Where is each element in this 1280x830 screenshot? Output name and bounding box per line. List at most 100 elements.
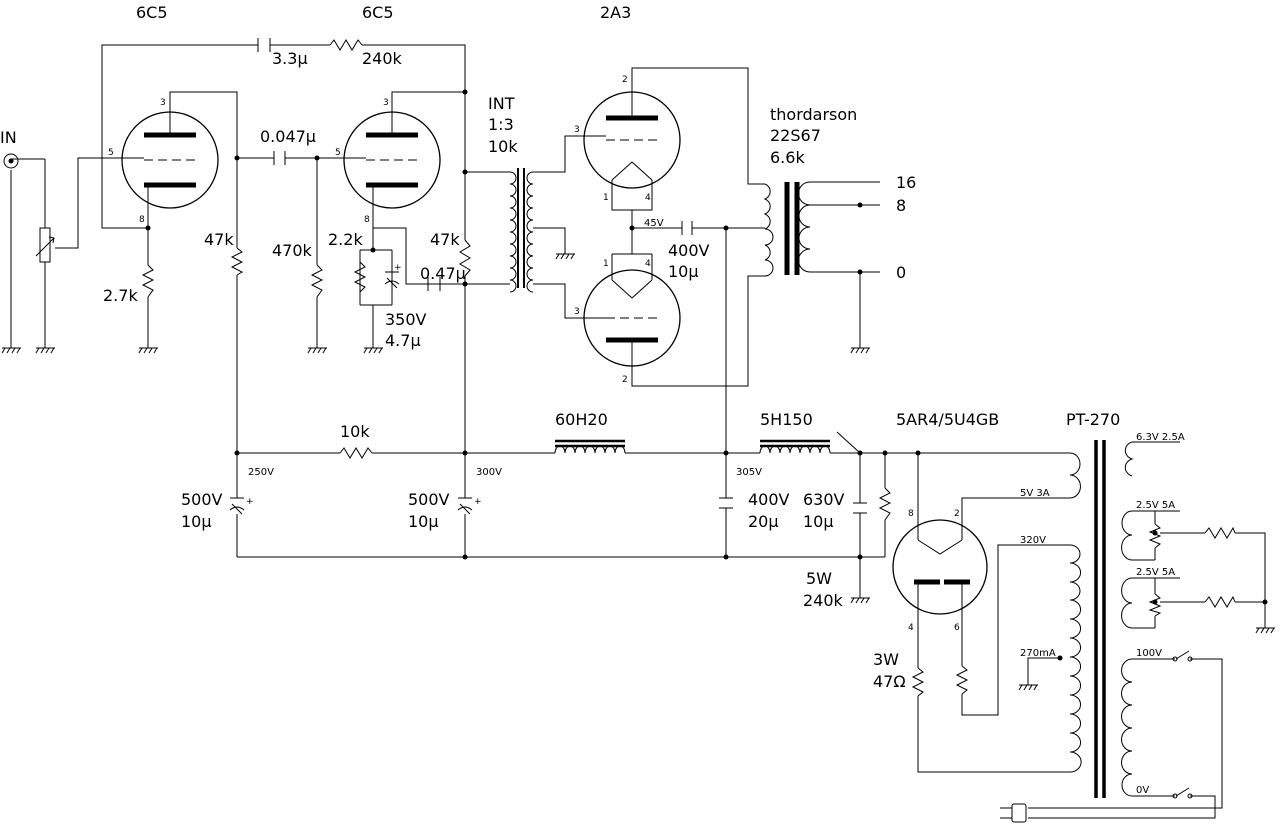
tube-v1 (121, 110, 219, 228)
choke-60h20 (554, 439, 626, 454)
mains-plug-icon (1000, 803, 1027, 823)
ground-icon (850, 347, 870, 354)
c3-volt: 400V (748, 490, 790, 509)
rectifier-label: 5AR4/5U4GB (896, 410, 999, 429)
c2-volt: 500V (408, 490, 450, 509)
interstage-ratio: 1:3 (488, 115, 514, 134)
ground-icon (35, 347, 55, 354)
feedback-cap-label: 3.3μ (272, 49, 308, 68)
rectifier-resistor-b (955, 665, 969, 695)
power-switch-icon (1172, 650, 1193, 799)
bias-cap-volt-label: 400V (668, 241, 710, 260)
bleeder-res: 240k (803, 591, 844, 610)
tube-out-1 (583, 91, 681, 211)
input-label: IN (0, 128, 17, 147)
feedback-res-label: 240k (362, 49, 403, 68)
tube-rectifier (892, 519, 988, 615)
pin-label: 2 (622, 375, 628, 385)
pin-label: 6 (954, 623, 960, 633)
interstage-name: INT (488, 94, 515, 113)
rectifier-resistor-a (911, 667, 925, 697)
node-305-label: 305V (736, 467, 762, 478)
pin-label: 5 (335, 148, 341, 158)
pt-winding-label: 5V 3A (1020, 488, 1050, 499)
choke1-label: 60H20 (555, 410, 608, 429)
choke-5h150 (759, 439, 831, 454)
stage2-cathode-res-label: 2.2k (328, 230, 363, 249)
wiring (10, 44, 1266, 819)
ground-icon (1018, 684, 1038, 691)
bias-cap-value-label: 10μ (668, 262, 699, 281)
feedback-resistor (329, 39, 363, 51)
bias-volt-label: 45V (644, 218, 664, 229)
pin-label: 3 (160, 98, 166, 108)
psu-resistor-10k (339, 447, 373, 459)
interstage-transformer (509, 168, 534, 293)
pin-label: 4 (645, 259, 651, 269)
pt-ct-label: 270mA (1020, 648, 1056, 659)
c1-cap: 10μ (181, 512, 212, 531)
c2-cap: 10μ (408, 512, 439, 531)
pt-primary-label: 0V (1136, 785, 1149, 796)
pt-winding-label: 2.5V 5A (1136, 500, 1175, 511)
pin-label: 1 (603, 259, 609, 269)
capacitors (229, 38, 867, 515)
choke2-label: 5H150 (760, 410, 813, 429)
heater-resistor-1 (1204, 526, 1236, 539)
pin-label: 5 (108, 148, 114, 158)
pin-label: 3 (574, 307, 580, 317)
node-300-label: 300V (476, 467, 502, 478)
ground-symbols (1, 253, 1275, 691)
tube-out-2 (583, 253, 681, 367)
pin-label: 4 (908, 623, 914, 633)
svg-text:+: + (394, 263, 402, 273)
bleeder-resistor (878, 487, 892, 521)
output-cap-label: 0.47μ (420, 264, 466, 283)
heater-resistor-2 (1204, 595, 1236, 608)
stage2-plate-resistor (459, 239, 471, 277)
pt-hv-label: 320V (1020, 535, 1046, 546)
ot-brand: thordarson (770, 105, 857, 124)
hum-resistor-2 (1148, 593, 1162, 617)
stage2-cathode-resistor (353, 261, 367, 293)
hum-resistor-1 (1148, 523, 1162, 549)
ot-model: 22S67 (770, 126, 821, 145)
pin-label: 3 (383, 98, 389, 108)
pin-label: 4 (645, 193, 651, 203)
ot-tap: 16 (896, 173, 916, 192)
coupling-cap-label: 0.047μ (260, 127, 316, 146)
stage1-plate-resistor (230, 247, 244, 276)
bleeder-watt: 5W (806, 569, 832, 588)
ground-icon (307, 347, 327, 354)
volume-potentiometer (39, 227, 51, 263)
psu-res-label: 10k (340, 422, 370, 441)
stage1-plate-res-label: 47k (204, 230, 234, 249)
tube-v2-label: 6C5 (362, 3, 394, 22)
output-transformer (763, 181, 811, 277)
pin-label: 3 (574, 125, 580, 135)
pin-numbers: 3 5 8 3 5 8 2 3 1 4 2 3 1 4 8 2 4 6 (108, 75, 960, 633)
c3-cap: 20μ (748, 512, 779, 531)
ground-icon (555, 253, 575, 260)
pin-label: 1 (603, 193, 609, 203)
pin-label: 2 (954, 509, 960, 519)
input-jack-icon (3, 153, 19, 169)
pt-winding-label: 6.3V 2.5A (1136, 432, 1185, 443)
ground-icon (363, 347, 383, 354)
ot-tap: 0 (896, 263, 906, 282)
c1-volt: 500V (181, 490, 223, 509)
pin-label: 8 (364, 215, 370, 225)
pt-primary-label: 100V (1136, 648, 1162, 659)
resistors (35, 39, 1236, 697)
ground-icon (1255, 627, 1275, 634)
c4-volt: 630V (803, 490, 845, 509)
stage1-cathode-resistor (141, 264, 155, 298)
ground-icon (850, 597, 870, 604)
ground-icon (138, 347, 158, 354)
pin-label: 2 (622, 75, 628, 85)
stage1-cathode-res-label: 2.7k (103, 286, 138, 305)
bypass-cap-label: 4.7μ (385, 331, 421, 350)
ot-imp: 6.6k (770, 148, 805, 167)
ot-tap: 8 (896, 196, 906, 215)
